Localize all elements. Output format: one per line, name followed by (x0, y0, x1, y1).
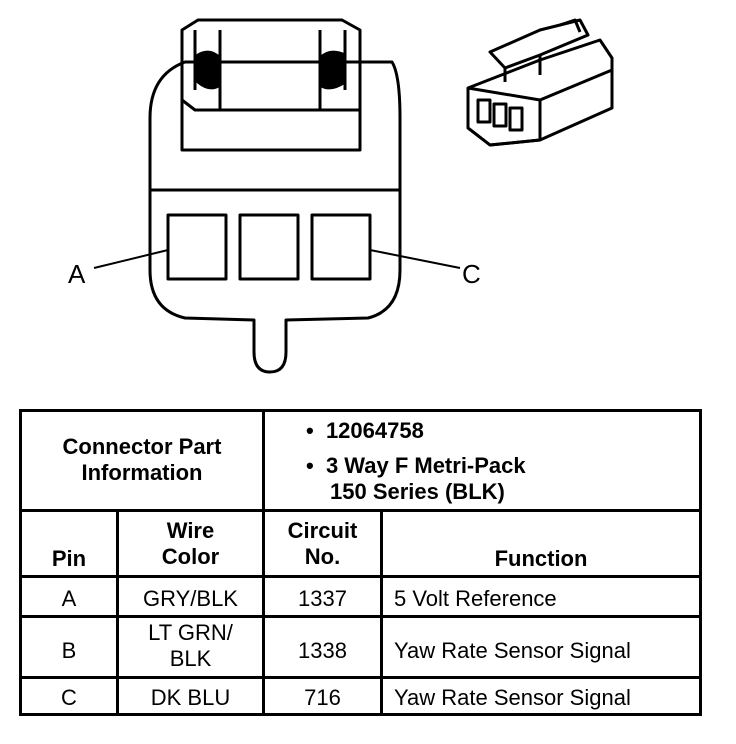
pin-cavity-c (310, 213, 372, 281)
pin-c-leader (369, 249, 461, 269)
connector-latch (180, 18, 362, 152)
vline-circuit (380, 509, 383, 713)
header-pin: Pin (51, 546, 87, 571)
hline-row-b (22, 615, 699, 618)
row-a-wire-color: GRY/BLK (143, 586, 238, 611)
connector-part-details: • 12064758 • 3 Way F Metri-Pack 150 Seri… (306, 418, 696, 505)
pin-a-label: A (68, 259, 86, 289)
pin-cavity-b (238, 213, 300, 281)
header-circuit-no: Circuit No. (287, 518, 358, 569)
hline-header (22, 509, 699, 512)
row-b-pin: B (61, 638, 77, 663)
vline-pin (116, 509, 119, 713)
row-b-wire-color: LT GRN/ BLK (148, 620, 233, 671)
row-b-function: Yaw Rate Sensor Signal (394, 638, 631, 663)
vline-info (262, 412, 265, 713)
connector-diagram (93, 18, 614, 374)
connector-3d-illustration (466, 18, 614, 147)
connector-info-table: Connector Part Information • 12064758 • … (19, 409, 702, 716)
row-a-pin: A (61, 586, 77, 611)
row-c-wire-color: DK BLU (150, 685, 231, 710)
connector-series: 150 Series (BLK) (330, 479, 505, 504)
pin-cavity-a (166, 213, 228, 281)
row-b-circuit: 1338 (298, 638, 347, 663)
hline-row-c (22, 676, 699, 679)
row-c-circuit: 716 (304, 685, 341, 710)
header-wire-color: Wire Color (161, 518, 220, 569)
pin-c-label: C (462, 259, 481, 289)
connector-type-line: • 3 Way F Metri-Pack (306, 453, 526, 478)
row-a-function: 5 Volt Reference (394, 586, 557, 611)
connector-type: 3 Way F Metri-Pack (325, 453, 526, 478)
pin-a-leader (93, 249, 169, 269)
connector-part-label: Connector Part Information (62, 434, 222, 485)
row-a-circuit: 1337 (298, 586, 347, 611)
header-function: Function (494, 546, 588, 571)
row-c-pin: C (61, 685, 77, 710)
row-c-function: Yaw Rate Sensor Signal (394, 685, 631, 710)
part-number: 12064758 (325, 418, 424, 443)
part-number-line: • 12064758 (306, 418, 424, 443)
hline-row-a (22, 575, 699, 578)
